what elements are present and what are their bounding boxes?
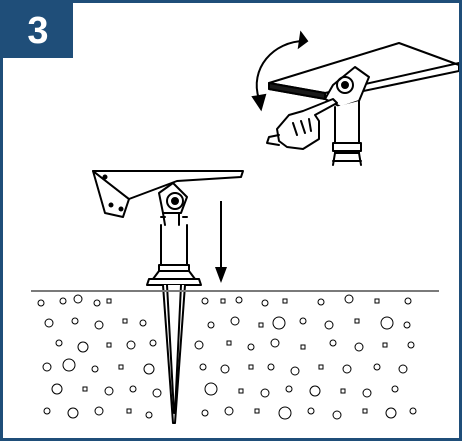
tilt-adjustment-detail	[268, 42, 459, 166]
installation-illustration	[31, 30, 459, 424]
spotlight-assembly	[92, 170, 244, 424]
soil-texture	[37, 294, 417, 420]
down-arrow-icon	[215, 201, 227, 283]
step-number: 3	[27, 9, 49, 52]
ground	[31, 290, 439, 420]
step-badge: 3	[3, 3, 73, 58]
pointing-hand-icon	[266, 98, 338, 150]
curved-double-arrow-icon	[251, 30, 309, 112]
